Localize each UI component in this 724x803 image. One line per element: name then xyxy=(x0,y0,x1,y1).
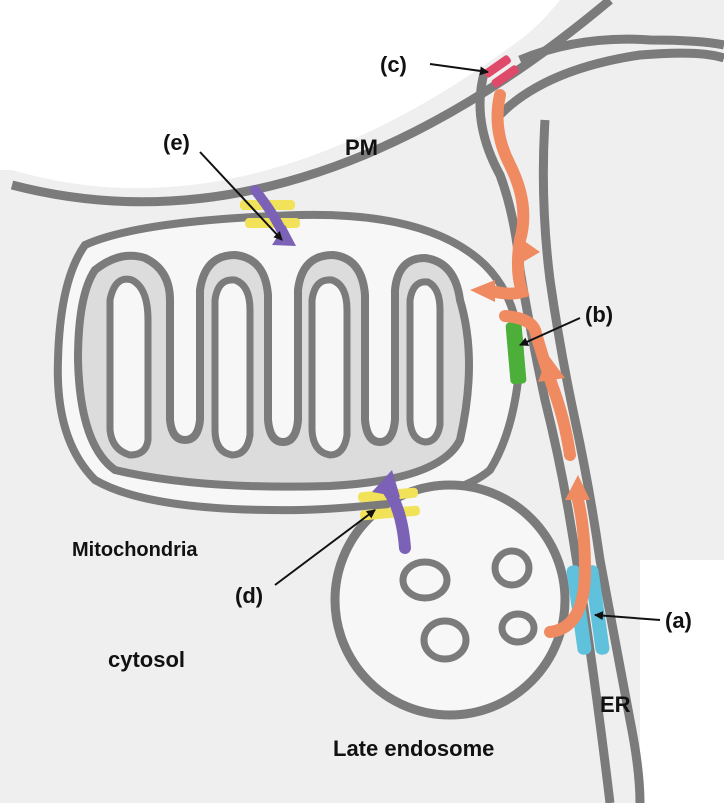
label-er: ER xyxy=(600,692,631,717)
label-c: (c) xyxy=(380,52,407,77)
crista xyxy=(110,279,148,455)
label-pm: PM xyxy=(345,135,378,160)
label-b: (b) xyxy=(585,302,613,327)
crista xyxy=(410,282,440,442)
label-late-endosome: Late endosome xyxy=(333,736,494,761)
label-cytosol: cytosol xyxy=(108,647,185,672)
label-e: (e) xyxy=(163,130,190,155)
crista xyxy=(215,280,250,455)
crista xyxy=(312,280,347,455)
label-a: (a) xyxy=(665,608,692,633)
label-mitochondria: Mitochondria xyxy=(72,539,198,561)
label-d: (d) xyxy=(235,583,263,608)
leader-line-c xyxy=(430,64,488,72)
